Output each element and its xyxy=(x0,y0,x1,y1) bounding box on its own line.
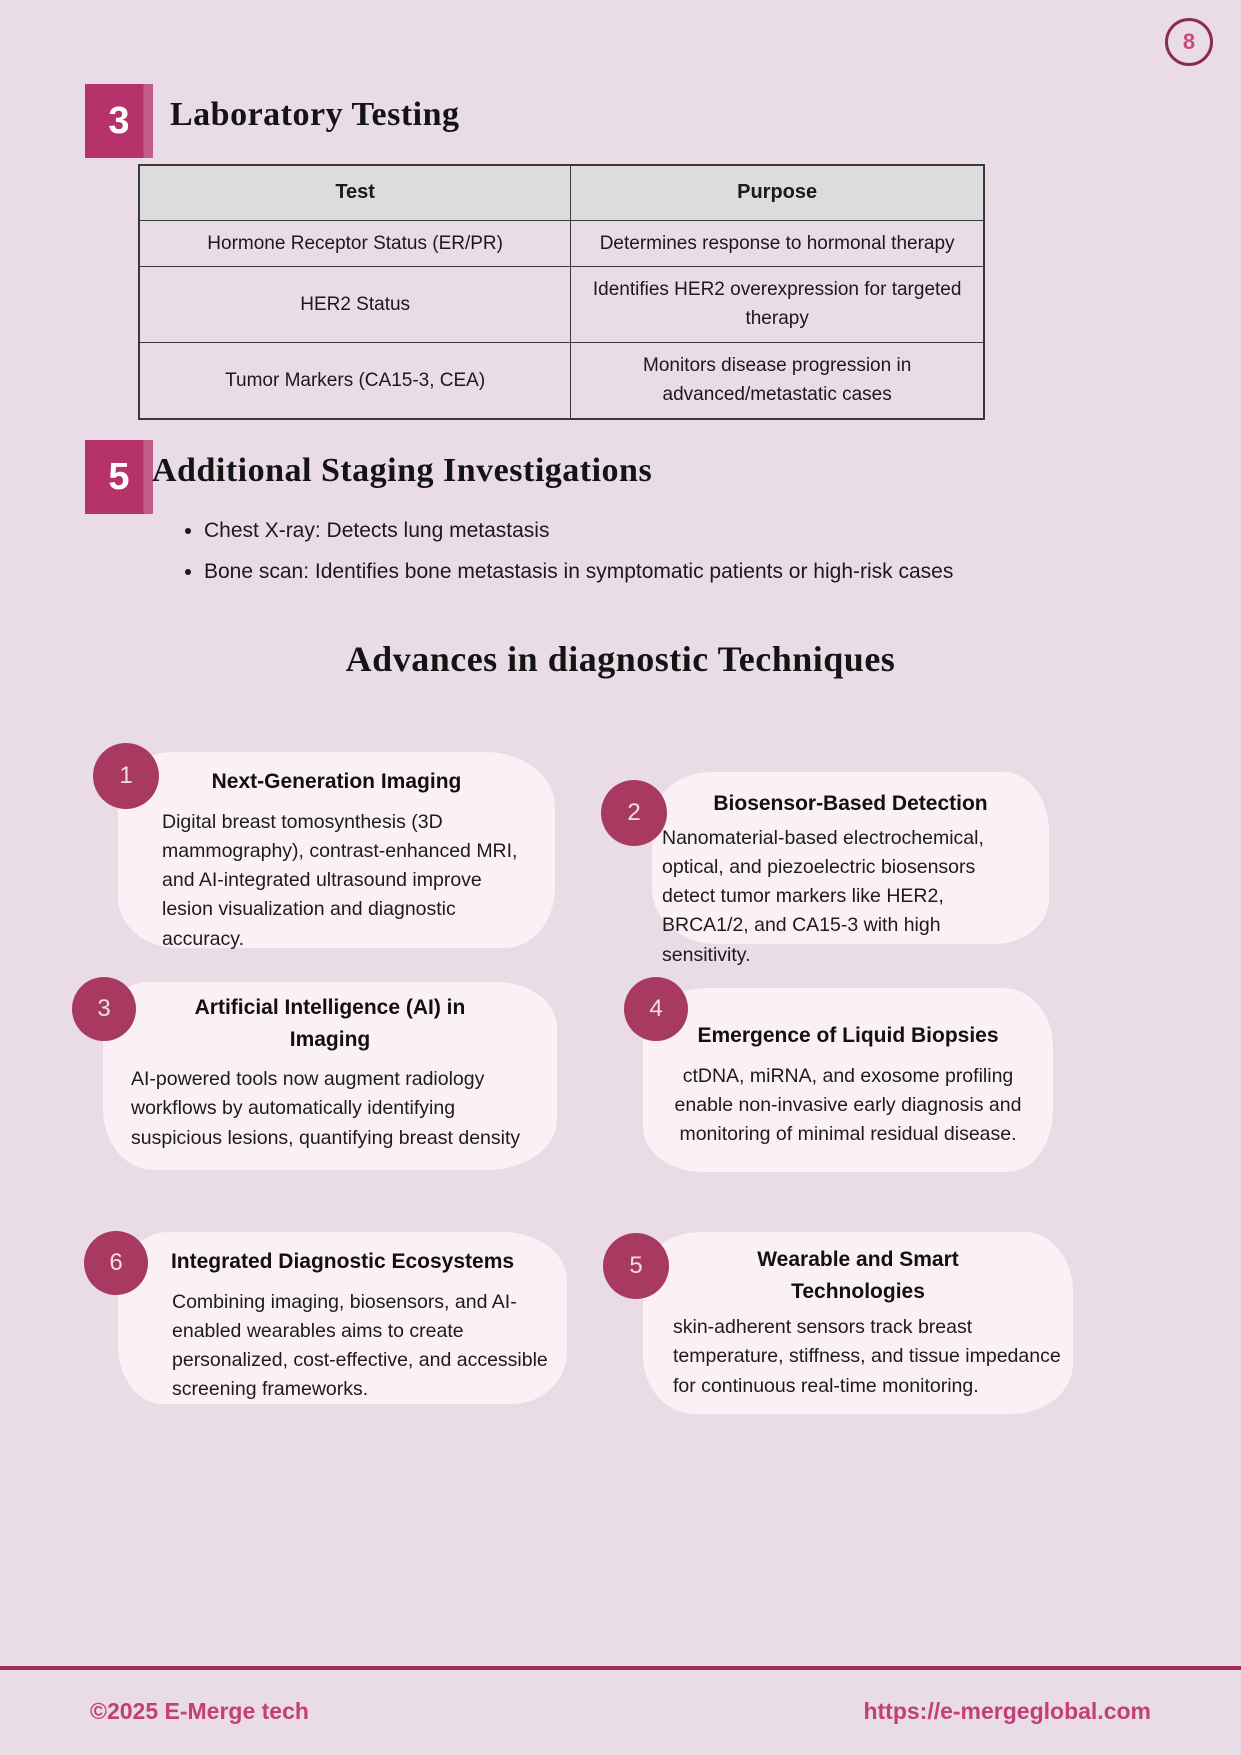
card-title: Wearable and Smart Technologies xyxy=(757,1248,959,1303)
staging-section-title: Additional Staging Investigations xyxy=(152,452,653,489)
card-wearable-smart-technologies: Wearable and Smart Technologies skin-adh… xyxy=(643,1232,1073,1414)
card-liquid-biopsies: Emergence of Liquid Biopsies ctDNA, miRN… xyxy=(643,988,1053,1172)
lab-section-title: Laboratory Testing xyxy=(170,96,460,133)
card-number-circle: 5 xyxy=(603,1233,669,1299)
card-body: Nanomaterial-based electrochemical, opti… xyxy=(662,826,984,966)
section-badge-5: 5 xyxy=(85,440,153,514)
table-row: Hormone Receptor Status (ER/PR) Determin… xyxy=(138,219,985,267)
table-cell-test: HER2 Status xyxy=(138,265,572,343)
table-header-row: Test Purpose xyxy=(138,164,985,221)
card-title: Next-Generation Imaging xyxy=(211,770,462,793)
table-header-purpose: Purpose xyxy=(570,164,985,221)
bullet-bone-scan: Bone scan: Identifies bone metastasis in… xyxy=(204,557,1138,586)
table-cell-purpose: Monitors disease progression in advanced… xyxy=(570,341,985,420)
card-biosensor-based-detection: Biosensor-Based Detection Nanomaterial-b… xyxy=(652,772,1049,966)
card-number-circle: 4 xyxy=(624,977,688,1041)
table-cell-purpose: Determines response to hormonal therapy xyxy=(570,219,985,267)
card-next-generation-imaging: Next-Generation Imaging Digital breast t… xyxy=(118,752,555,950)
card-body: AI-powered tools now augment radiology w… xyxy=(131,1068,521,1149)
bullet-chest-xray: Chest X-ray: Detects lung metastasis xyxy=(204,516,1138,545)
footer-divider xyxy=(0,1666,1241,1670)
staging-bullet-list: Chest X-ray: Detects lung metastasis Bon… xyxy=(178,516,1138,599)
table-header-test: Test xyxy=(138,164,572,221)
card-ai-in-imaging: Artificial Intelligence (AI) in Imaging … xyxy=(103,982,557,1170)
card-number-circle: 2 xyxy=(601,780,667,846)
card-title: Integrated Diagnostic Ecosystems xyxy=(170,1250,515,1273)
card-number-circle: 6 xyxy=(84,1231,148,1295)
table-cell-test: Hormone Receptor Status (ER/PR) xyxy=(138,219,572,267)
page-number-badge: 8 xyxy=(1165,18,1213,66)
card-number-circle: 3 xyxy=(72,977,136,1041)
table-row: Tumor Markers (CA15-3, CEA) Monitors dis… xyxy=(138,341,985,420)
card-number-circle: 1 xyxy=(93,743,159,809)
section-badge-3: 3 xyxy=(85,84,153,158)
table-cell-purpose: Identifies HER2 overexpression for targe… xyxy=(570,265,985,343)
card-body: skin-adherent sensors track breast tempe… xyxy=(673,1316,1061,1397)
table-cell-test: Tumor Markers (CA15-3, CEA) xyxy=(138,341,572,420)
footer-url-link[interactable]: https://e-mergeglobal.com xyxy=(863,1698,1151,1724)
footer-copyright: ©2025 E-Merge tech xyxy=(90,1698,309,1724)
card-body: ctDNA, miRNA, and exosome profiling enab… xyxy=(674,1064,1022,1146)
card-body: Combining imaging, biosensors, and AI-en… xyxy=(172,1290,548,1401)
card-body: Digital breast tomosynthesis (3D mammogr… xyxy=(162,810,518,950)
card-title: Emergence of Liquid Biopsies xyxy=(697,1024,999,1047)
card-title: Biosensor-Based Detection xyxy=(713,792,988,815)
card-integrated-diagnostic-ecosystems: Integrated Diagnostic Ecosystems Combini… xyxy=(118,1232,567,1404)
advances-heading: Advances in diagnostic Techniques xyxy=(345,639,896,679)
lab-testing-table: Test Purpose Hormone Receptor Status (ER… xyxy=(138,164,985,420)
table-row: HER2 Status Identifies HER2 overexpressi… xyxy=(138,265,985,343)
card-title: Artificial Intelligence (AI) in Imaging xyxy=(194,996,466,1051)
